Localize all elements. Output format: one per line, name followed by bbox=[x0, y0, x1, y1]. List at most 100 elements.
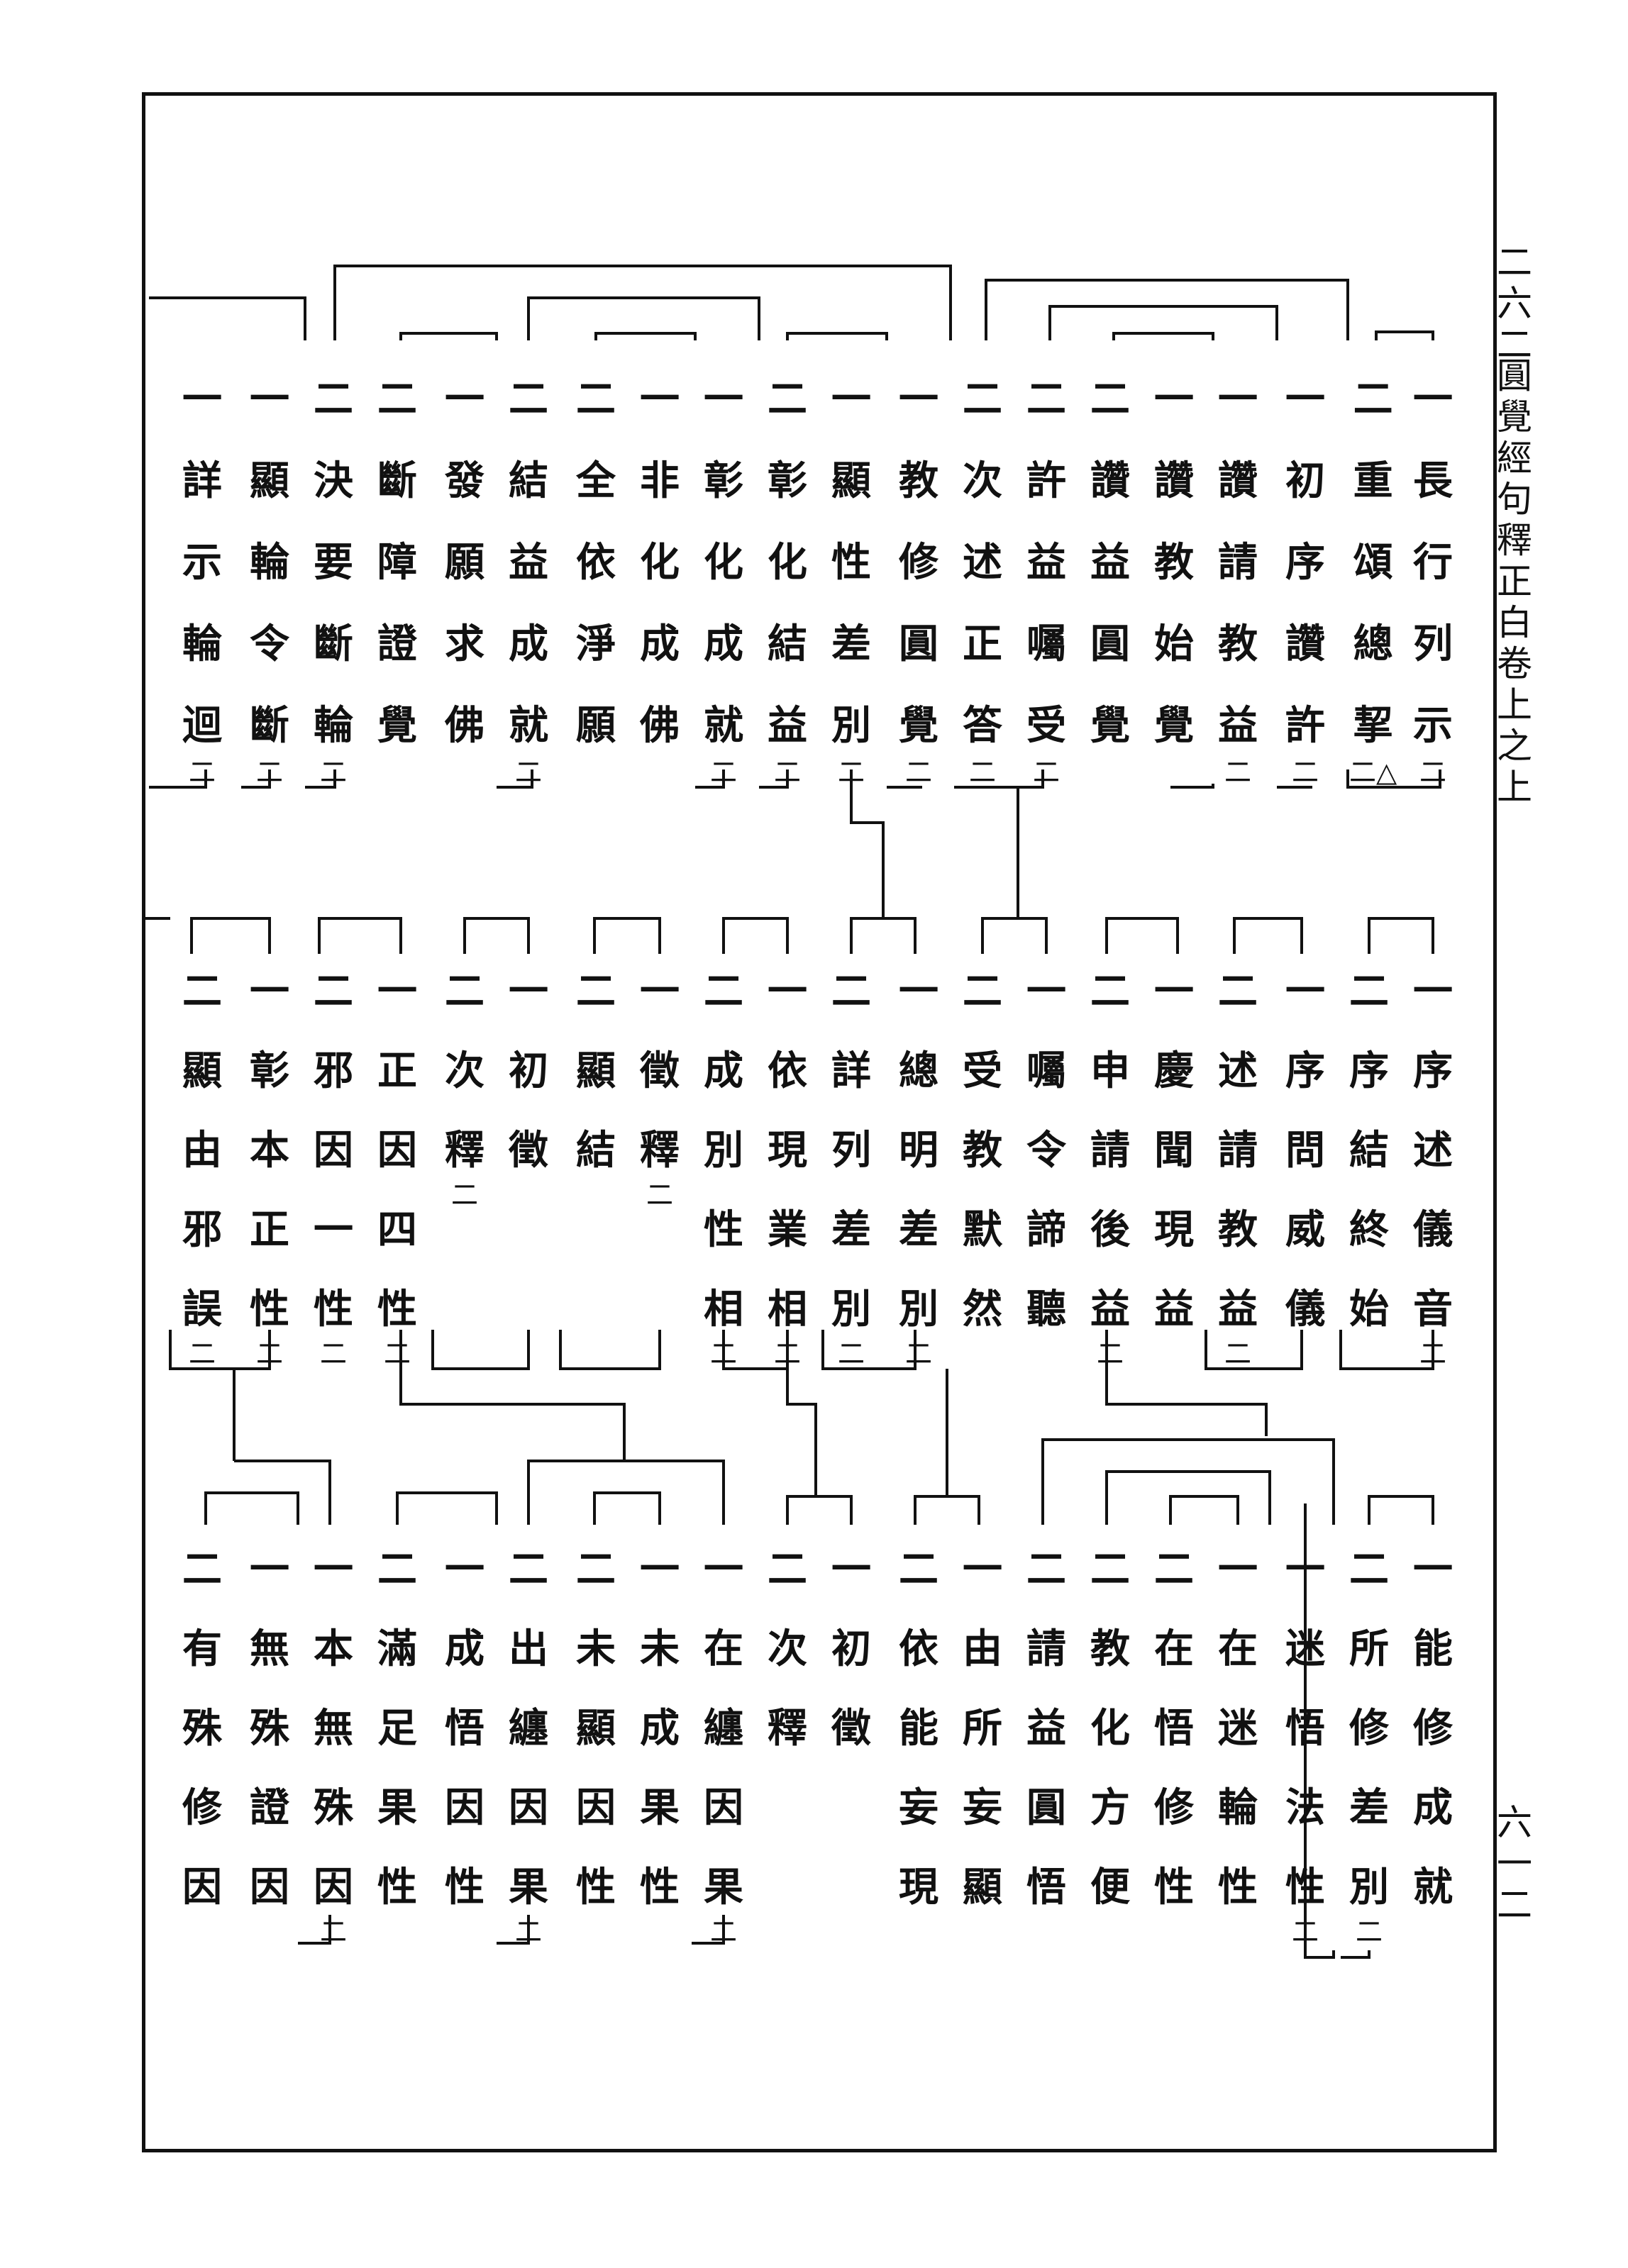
outline-entry-text: 決要斷輪 bbox=[314, 457, 353, 749]
outline-level-number: 一 bbox=[640, 968, 680, 1015]
outline-level-number: 一 bbox=[509, 968, 548, 1015]
subdivision-mark: 二 bbox=[1291, 757, 1319, 788]
outline-entry: 二全依淨願 bbox=[576, 379, 616, 787]
outline-entry-text: 囑令諦聽 bbox=[1026, 1047, 1066, 1333]
outline-entry: 一初徵 bbox=[509, 972, 548, 1210]
outline-level-number: 一 bbox=[899, 968, 938, 1015]
outline-entry-text: 顯輪令斷 bbox=[250, 457, 289, 749]
outline-level-number: 二 bbox=[899, 1546, 938, 1593]
outline-entry-text: 未成果性 bbox=[640, 1625, 680, 1911]
subdivision-mark: 二 bbox=[1224, 1338, 1251, 1369]
outline-level-number: 二 bbox=[768, 376, 807, 423]
subdivision-mark: 二 bbox=[255, 757, 283, 788]
outline-entry: 一序述儀音二 bbox=[1413, 972, 1453, 1367]
outline-level-number: 一 bbox=[250, 376, 289, 423]
subdivision-mark: 二 bbox=[646, 1179, 673, 1211]
outline-entry: 一徵釋二 bbox=[640, 972, 680, 1208]
outline-entry-text: 慶聞現益 bbox=[1154, 1047, 1194, 1333]
outline-entry: 一長行列示二 bbox=[1413, 379, 1453, 786]
outline-level-number: 一 bbox=[1154, 376, 1194, 423]
outline-entry: 一初序讚許二 bbox=[1285, 379, 1325, 786]
outline-entry: 一正因四性二 bbox=[377, 972, 417, 1367]
outline-level-number: 二 bbox=[831, 968, 871, 1015]
outline-entry-text: 未顯因性 bbox=[576, 1625, 616, 1911]
outline-level-number: 一 bbox=[1413, 1546, 1453, 1593]
subdivision-mark: 二 bbox=[319, 1916, 347, 1947]
subdivision-mark: 二 bbox=[1355, 1916, 1383, 1947]
outline-level-number: 二 bbox=[963, 376, 1002, 423]
outline-entry-text: 彰化成就 bbox=[704, 457, 743, 749]
outline-entry: 一讚教始覺 bbox=[1154, 379, 1194, 787]
outline-level-number: 一 bbox=[1154, 968, 1194, 1015]
outline-entry-text: 述請教益 bbox=[1218, 1047, 1258, 1333]
outline-level-number: 一 bbox=[1218, 1546, 1258, 1593]
subdivision-mark: 二 bbox=[837, 1338, 865, 1369]
outline-entry-text: 次釋 bbox=[768, 1625, 807, 1752]
outline-entry: 一能修成就 bbox=[1413, 1550, 1453, 1947]
subdivision-mark: 二 bbox=[1291, 1916, 1319, 1947]
page-number-bottom: 六一二 bbox=[1497, 1802, 1532, 1925]
outline-entry-text: 發願求佛 bbox=[445, 457, 484, 749]
subdivision-mark: 二 bbox=[709, 1916, 737, 1947]
outline-entry: 二出纏因果二 bbox=[509, 1550, 548, 1945]
outline-entry-text: 全依淨願 bbox=[576, 457, 616, 749]
outline-entry: 一慶聞現益 bbox=[1154, 972, 1194, 1369]
outline-level-number: 一 bbox=[640, 1546, 680, 1593]
outline-entry-text: 能修成就 bbox=[1413, 1625, 1453, 1911]
outline-level-number: 一 bbox=[768, 968, 807, 1015]
outline-entry: 二斷障證覺 bbox=[377, 379, 417, 787]
outline-entry: 一成悟因性 bbox=[445, 1550, 484, 1947]
outline-level-number: 一 bbox=[704, 1546, 743, 1593]
outline-entry: 二讚益圓覺 bbox=[1090, 379, 1130, 787]
outline-level-number: 一 bbox=[1026, 968, 1066, 1015]
outline-entry: 二詳列差別二 bbox=[831, 972, 871, 1367]
outline-entry-text: 詳列差別 bbox=[831, 1047, 871, 1333]
outline-entry: 一詳示輪迴二 bbox=[182, 379, 222, 786]
outline-entry-text: 總明差別 bbox=[899, 1047, 938, 1333]
outline-entry-text: 顯性差別 bbox=[831, 457, 871, 749]
subdivision-mark: 二 bbox=[968, 757, 996, 788]
subdivision-mark: 二 bbox=[773, 1338, 801, 1369]
outline-entry: 一初徵 bbox=[831, 1550, 871, 1788]
outline-entry-text: 初徵 bbox=[831, 1625, 871, 1752]
outline-entry-text: 滿足果性 bbox=[377, 1625, 417, 1911]
outline-entry-text: 序述儀音 bbox=[1413, 1047, 1453, 1333]
outline-entry: 一顯輪令斷二 bbox=[250, 379, 289, 786]
outline-entry-text: 教化方便 bbox=[1090, 1625, 1130, 1911]
outline-entry-text: 依能妄現 bbox=[899, 1625, 938, 1911]
outline-entry-text: 結益成就 bbox=[509, 457, 548, 749]
outline-entry-text: 次釋 bbox=[445, 1047, 484, 1174]
outline-level-number: 一 bbox=[963, 1546, 1002, 1593]
outline-entry-text: 詳示輪迴 bbox=[182, 457, 222, 749]
subdivision-mark: 二 bbox=[904, 757, 932, 788]
outline-entry-text: 有殊修因 bbox=[182, 1625, 222, 1911]
outline-level-number: 一 bbox=[831, 376, 871, 423]
outline-entry: 一序問威儀 bbox=[1285, 972, 1325, 1369]
outline-entry-text: 非化成佛 bbox=[640, 457, 680, 749]
outline-entry: 二結益成就二 bbox=[509, 379, 548, 786]
outline-level-number: 一 bbox=[1285, 376, 1325, 423]
outline-entry-text: 請益圓悟 bbox=[1026, 1625, 1066, 1911]
outline-level-number: 二 bbox=[576, 376, 616, 423]
outline-level-number: 二 bbox=[1218, 968, 1258, 1015]
outline-entry-text: 長行列示 bbox=[1413, 457, 1453, 749]
outline-entry: 二有殊修因 bbox=[182, 1550, 222, 1947]
outline-entry-text: 依現業相 bbox=[768, 1047, 807, 1333]
subdivision-mark: 二 bbox=[255, 1338, 283, 1369]
outline-level-number: 一 bbox=[1285, 1546, 1325, 1593]
outline-level-number: 二 bbox=[314, 968, 353, 1015]
outline-entry-text: 在纏因果 bbox=[704, 1625, 743, 1911]
outline-entry-text: 由所妄顯 bbox=[963, 1625, 1002, 1911]
outline-level-number: 一 bbox=[250, 968, 289, 1015]
outline-entry-text: 正因四性 bbox=[377, 1047, 417, 1333]
outline-level-number: 二 bbox=[1353, 376, 1393, 423]
outline-entry: 二彰化結益二 bbox=[768, 379, 807, 786]
outline-entry: 二次釋 bbox=[768, 1550, 807, 1788]
outline-entry: 二顯結 bbox=[576, 972, 616, 1210]
outline-entry-text: 彰化結益 bbox=[768, 457, 807, 749]
outline-entry-text: 序問威儀 bbox=[1285, 1047, 1325, 1333]
outline-entry-text: 顯由邪誤 bbox=[182, 1047, 222, 1333]
outline-entry-text: 初徵 bbox=[509, 1047, 548, 1174]
outline-entry: 二滿足果性 bbox=[377, 1550, 417, 1947]
subdivision-mark: 二 bbox=[837, 757, 865, 788]
